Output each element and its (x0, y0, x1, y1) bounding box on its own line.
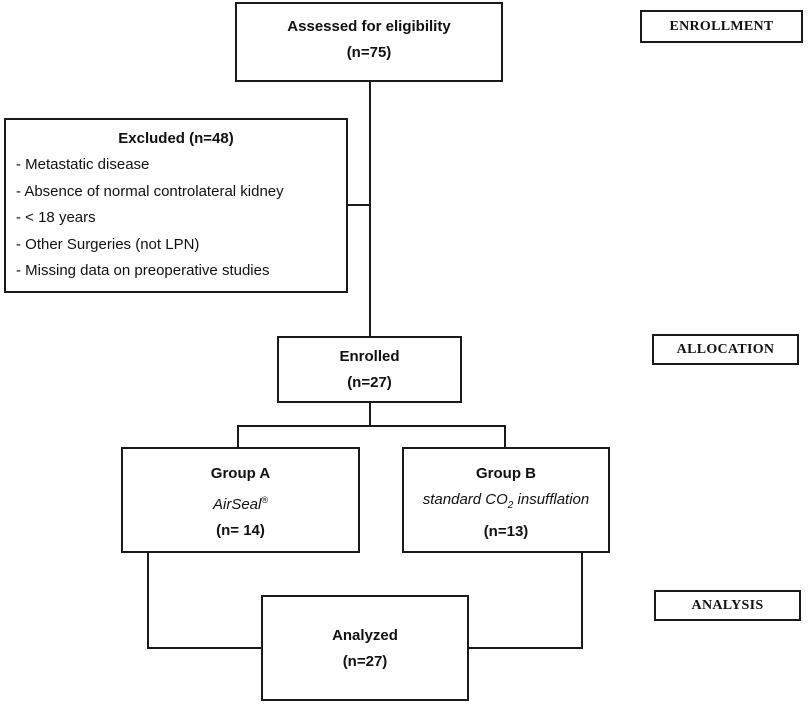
analyzed-box: Analyzed (n=27) (261, 595, 469, 701)
group-b-subtitle-post: insufflation (513, 491, 590, 508)
assessed-title: Assessed for eligibility (287, 18, 451, 35)
excluded-item: - < 18 years (16, 209, 96, 226)
stage-analysis-text: ANALYSIS (691, 598, 764, 613)
group-a-title: Group A (210, 465, 271, 482)
excluded-title: Excluded (n=48) (118, 130, 234, 147)
group-a-subtitle-line: AirSeal® (123, 487, 358, 518)
enrolled-count: (n=27) (347, 374, 392, 391)
group-b-subtitle-line: standard CO2 insufflation (404, 487, 608, 519)
registered-mark: ® (261, 495, 268, 505)
group-b-box: Group B standard CO2 insufflation (n=13) (402, 447, 610, 553)
stage-label-allocation: ALLOCATION (652, 334, 799, 365)
assessed-box: Assessed for eligibility (n=75) (235, 2, 503, 82)
group-a-count: (n= 14) (216, 522, 265, 539)
excluded-box: Excluded (n=48) - Metastatic disease - A… (4, 118, 348, 293)
enrolled-title: Enrolled (339, 348, 400, 365)
stage-enrollment-text: ENROLLMENT (669, 19, 774, 34)
connector-group-b-to-analyzed (468, 551, 583, 649)
enrolled-box: Enrolled (n=27) (277, 336, 462, 403)
group-b-subscript: 2 (507, 500, 514, 511)
analyzed-title: Analyzed (332, 627, 398, 644)
excluded-item: - Missing data on preoperative studies (16, 262, 270, 279)
group-b-subtitle-pre: standard CO (422, 491, 508, 508)
group-a-box: Group A AirSeal® (n= 14) (121, 447, 360, 553)
excluded-item: - Absence of normal controlateral kidney (16, 182, 284, 200)
excluded-item: - Other Surgeries (not LPN) (16, 235, 200, 253)
stage-label-analysis: ANALYSIS (654, 590, 801, 621)
connector-group-a-to-analyzed (147, 551, 262, 649)
stage-label-enrollment: ENROLLMENT (640, 10, 803, 43)
analyzed-count: (n=27) (342, 653, 388, 670)
group-a-subtitle: AirSeal (213, 496, 262, 513)
group-b-title: Group B (476, 465, 536, 482)
stage-allocation-text: ALLOCATION (676, 342, 775, 357)
assessed-count: (n=75) (346, 44, 392, 61)
excluded-item: - Metastatic disease (16, 156, 150, 173)
group-b-count: (n=13) (483, 523, 529, 540)
